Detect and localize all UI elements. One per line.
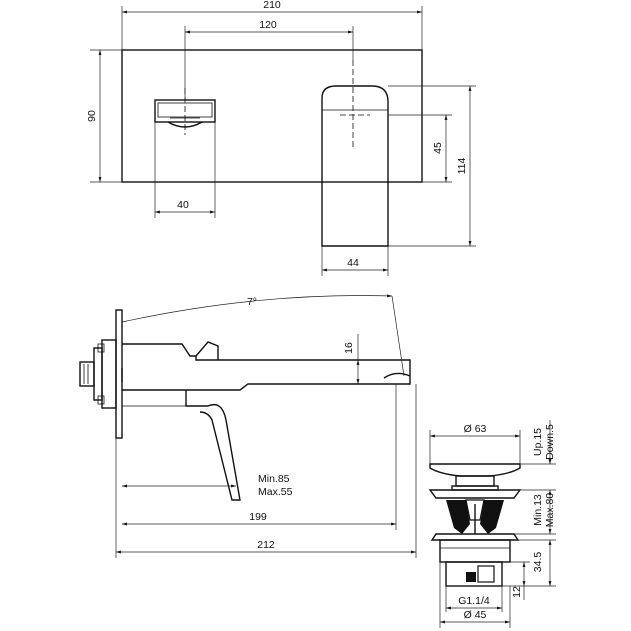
side-lever [185,390,241,501]
dim-thread: G1.1/4 [458,595,490,607]
dim-spout-thickness: 16 [343,342,355,354]
dim-tail-height: 12 [511,586,523,598]
waste-body [439,539,511,563]
dim-body-height: 34.5 [532,552,544,573]
dim-lever-width: 40 [177,199,189,211]
side-view-dimensions: 7° 16 Min.85 Max.55 199 212 [115,294,417,558]
front-view-dimensions: 210 120 90 40 45 114 44 [86,0,476,276]
dim-cap-diameter: Ø 63 [464,423,487,435]
lever-handle [321,85,389,247]
dim-reach: 199 [249,511,267,523]
dim-travel-down: Down.5 [544,424,556,460]
front-view [121,49,423,247]
dim-angle: 7° [247,296,257,308]
side-wall-plate [115,309,123,439]
waste-valve [428,463,522,587]
dim-travel-up: Up.15 [532,428,544,456]
waste-cap [429,463,521,477]
dim-wall-max: Max.55 [258,486,293,498]
dim-thread-max: Max.80 [544,493,556,528]
dim-total-height: 114 [456,157,468,174]
dim-lever-offset: 45 [432,142,444,154]
dim-top-width: 210 [263,0,281,11]
spout-body [122,343,411,391]
dim-total-length: 212 [257,539,275,551]
dim-wall-min: Min.85 [258,473,290,485]
wall-plate [121,49,423,183]
dim-base-diameter: Ø 45 [464,609,487,621]
dim-spout-spacing: 120 [259,19,277,31]
dim-thread-min: Min.13 [532,494,544,526]
dim-height: 90 [86,110,98,122]
waste-dimensions: Ø 63 Up.15 Down.5 Min.13 Max.80 34.5 12 … [429,420,556,628]
dim-handle-width: 44 [347,257,359,269]
side-view [79,309,411,501]
